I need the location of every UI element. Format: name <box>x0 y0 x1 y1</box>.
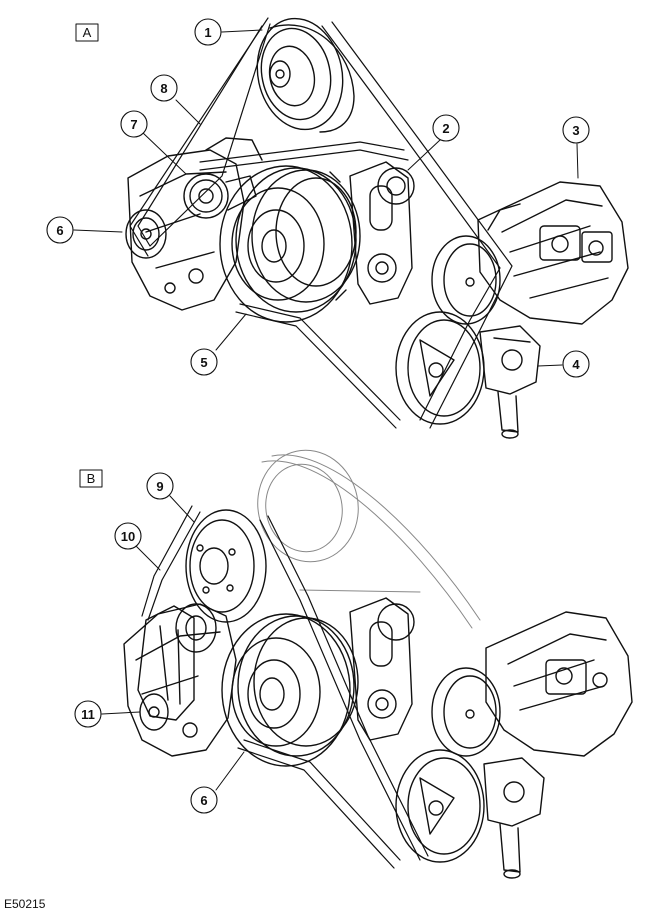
callout-6b: 6 <box>200 793 207 808</box>
compressor-pulley-b <box>431 667 501 757</box>
leaders-b <box>101 495 245 791</box>
callout-4: 4 <box>572 357 580 372</box>
steering-pump-a <box>479 325 541 439</box>
drive-belt-a <box>129 17 513 429</box>
callout-9-circle <box>146 472 174 500</box>
callout-7: 7 <box>130 117 137 132</box>
water-pump-pulley-b <box>185 509 267 623</box>
panel-b-label-box <box>79 469 103 488</box>
callout-5: 5 <box>200 355 207 370</box>
callout-circles <box>46 18 590 814</box>
tensioner-pulley-a <box>183 173 257 219</box>
callout-6: 6 <box>56 223 63 238</box>
callout-8-circle <box>150 74 178 102</box>
steering-pulley-b <box>395 749 485 863</box>
drive-belt-b <box>141 505 429 869</box>
panel-b <box>79 449 633 879</box>
tensioner-arm-b <box>349 597 415 741</box>
callout-2: 2 <box>442 121 449 136</box>
alternator-a <box>127 137 263 311</box>
steering-pulley-a <box>395 311 485 425</box>
panel-a-label-box <box>75 23 99 42</box>
callout-2-circle <box>432 114 460 142</box>
callout-7-circle <box>120 110 148 138</box>
panel-a <box>73 17 629 439</box>
callout-9: 9 <box>156 479 163 494</box>
crankshaft-pulley-a <box>219 165 361 323</box>
callout-11: 11 <box>81 707 95 722</box>
compressor-b <box>485 611 633 757</box>
callout-4-circle <box>562 350 590 378</box>
tensioner-b <box>137 603 217 731</box>
callout-10-circle <box>114 522 142 550</box>
callout-1: 1 <box>204 25 211 40</box>
callout-3-circle <box>562 116 590 144</box>
compressor-pulley-a <box>431 235 501 325</box>
tensioner-arm-a <box>349 161 415 305</box>
alternator-pulley-a <box>125 209 167 259</box>
callout-6b-circle <box>190 786 218 814</box>
compressor-a <box>477 181 629 325</box>
callout-8: 8 <box>160 81 167 96</box>
callout-3: 3 <box>572 123 579 138</box>
callout-1-circle <box>194 18 222 46</box>
ghost-components-b <box>257 449 481 629</box>
callout-5-circle <box>190 348 218 376</box>
crankshaft-pulley-b <box>221 613 359 767</box>
panel-a-label: A <box>83 25 92 40</box>
water-pump-pulley-a <box>256 17 355 133</box>
panel-b-label: B <box>87 471 96 486</box>
callout-10: 10 <box>121 529 135 544</box>
leaders-a <box>73 29 579 367</box>
figure-id: E50215 <box>4 897 46 911</box>
callout-11-circle <box>74 700 102 728</box>
callout-6-circle <box>46 216 74 244</box>
steering-pump-b <box>483 757 545 879</box>
